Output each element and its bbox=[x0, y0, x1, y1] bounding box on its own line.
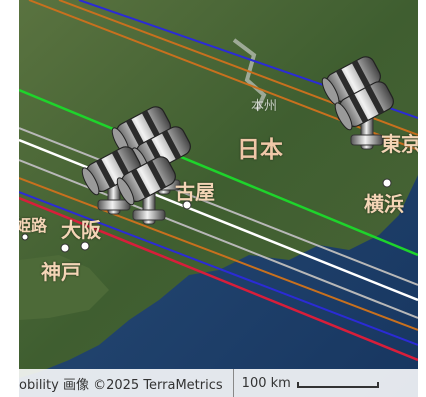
city-dot bbox=[382, 178, 392, 188]
city-dot bbox=[182, 200, 192, 210]
city-dot bbox=[21, 233, 29, 241]
scale-bar bbox=[296, 382, 379, 388]
peninsula bbox=[19, 255, 109, 320]
track-line-green bbox=[19, 88, 418, 257]
track-line-orange bbox=[19, 177, 418, 331]
label-osaka: 大阪 bbox=[61, 218, 101, 242]
label-tokyo: 東京 bbox=[381, 132, 418, 156]
track-line-red bbox=[19, 196, 418, 362]
city-dot bbox=[60, 243, 70, 253]
label-honshu: 本州 bbox=[251, 99, 278, 114]
track-line-gray bbox=[19, 159, 418, 319]
track-line-white bbox=[19, 138, 418, 302]
map-credit[interactable]: obility 画像 ©2025 TerraMetrics bbox=[19, 377, 223, 393]
label-yokohama: 横浜 bbox=[364, 192, 404, 216]
snow-ridge bbox=[232, 38, 267, 111]
scale-label: 100 km bbox=[241, 375, 291, 391]
track-line-blue bbox=[19, 191, 418, 346]
map-view[interactable]: 古屋 日本 横浜 東京 大阪 神戸 姫路 本州 obility 画像 ©2025… bbox=[19, 0, 418, 397]
label-nihon: 日本 bbox=[237, 137, 283, 163]
city-dot bbox=[80, 241, 90, 251]
track-line-gray bbox=[19, 127, 418, 286]
map-canvas bbox=[19, 0, 418, 397]
attribution-bar: obility 画像 ©2025 TerraMetrics 100 km bbox=[19, 369, 418, 397]
label-himeji: 姫路 bbox=[19, 216, 48, 235]
scale-indicator[interactable]: 100 km bbox=[232, 369, 379, 397]
land-area bbox=[19, 0, 418, 378]
label-nagoya: 古屋 bbox=[175, 180, 215, 204]
label-kobe: 神戸 bbox=[41, 260, 81, 284]
